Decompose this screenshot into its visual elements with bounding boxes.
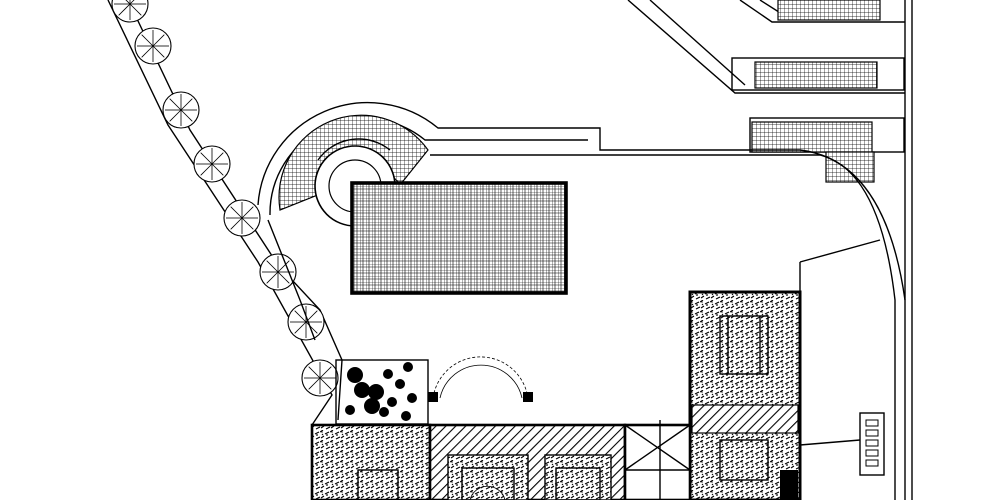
- panel-cell: [865, 449, 879, 457]
- indicator-panel: [799, 412, 885, 476]
- driveway-edges: [627, 0, 913, 500]
- tree-symbol: [111, 0, 149, 23]
- shrub-symbol: [383, 369, 393, 379]
- tree-symbol: [287, 303, 325, 341]
- main-house: [310, 423, 798, 500]
- shrub-symbol: [379, 407, 389, 417]
- panel-cell: [865, 439, 879, 447]
- tree-symbol: [223, 199, 261, 237]
- tree-symbol: [259, 253, 297, 291]
- tree-symbol: [193, 145, 231, 183]
- shrub-symbol: [354, 382, 370, 398]
- shrub-symbol: [387, 397, 397, 407]
- shrub-planter: [335, 359, 429, 425]
- tree-symbol: [162, 91, 200, 129]
- shrub-symbol: [347, 367, 363, 383]
- stair-lower: [749, 117, 905, 183]
- shrub-symbol: [403, 362, 413, 372]
- stair-middle: [731, 57, 905, 91]
- right-wing: [688, 239, 881, 500]
- swimming-pool: [350, 181, 568, 295]
- tree-symbol: [301, 359, 339, 397]
- stair-top: [777, 0, 881, 21]
- tree-symbol: [134, 27, 172, 65]
- tree-row: [111, 0, 339, 397]
- shrub-symbol: [345, 405, 355, 415]
- entrance-arch: [428, 356, 533, 402]
- shrub-symbol: [401, 411, 411, 421]
- shrub-symbol: [407, 393, 417, 403]
- shrub-symbol: [395, 379, 405, 389]
- shrub-symbol: [364, 398, 380, 414]
- panel-cell: [865, 429, 879, 437]
- shrub-symbol: [368, 384, 384, 400]
- panel-cell: [865, 419, 879, 427]
- panel-cell: [865, 459, 879, 467]
